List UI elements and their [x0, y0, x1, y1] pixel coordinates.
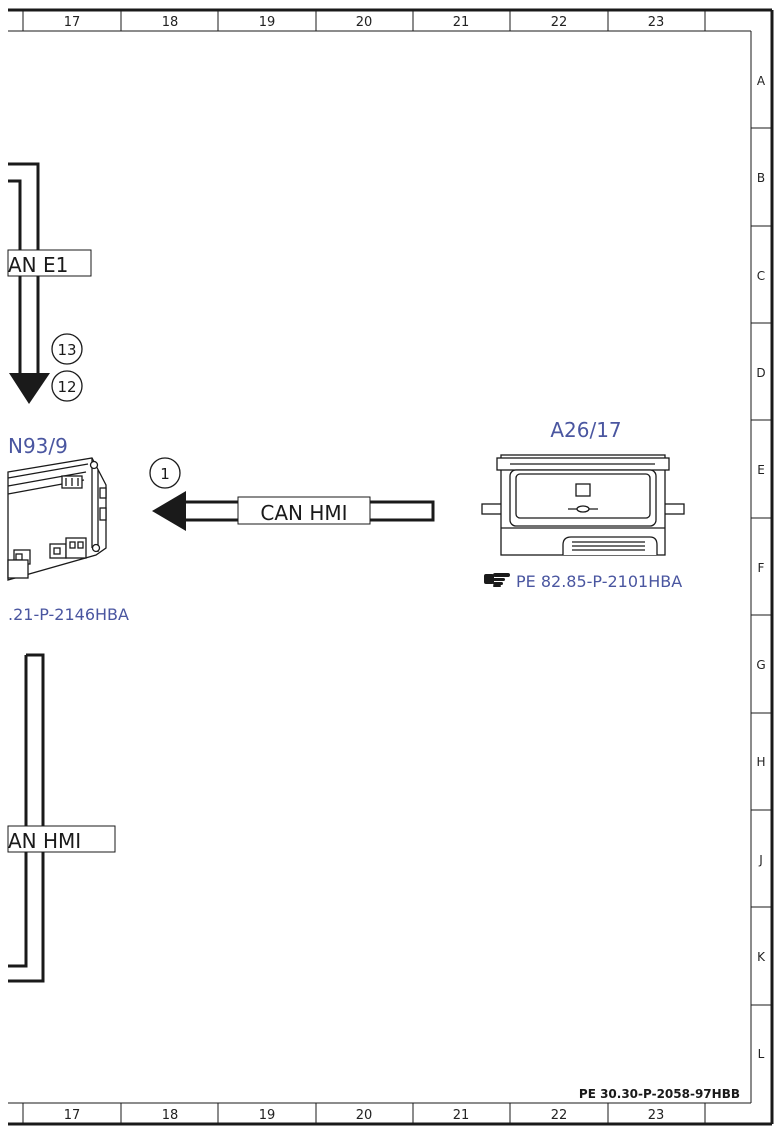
row-label: B: [757, 171, 765, 185]
can-hmi-left-bus: [8, 653, 45, 983]
row-label: A: [757, 74, 766, 88]
row-label: L: [758, 1047, 765, 1061]
row-label: H: [756, 755, 765, 769]
sheet-frame: [8, 8, 774, 1126]
column-label: 19: [259, 15, 276, 30]
column-label: 21: [453, 1108, 470, 1123]
column-label: 18: [162, 1108, 179, 1123]
right-module-label: A26/17: [550, 418, 621, 442]
can-e1-label-box: AN E1: [7, 249, 92, 277]
can-hmi-label: CAN HMI: [260, 501, 347, 525]
column-label: 22: [551, 1108, 568, 1123]
column-label: 23: [648, 15, 665, 30]
column-label: 20: [356, 1108, 373, 1123]
can-hmi-label-box: CAN HMI: [237, 496, 371, 525]
left-arrow-icon: [152, 491, 186, 531]
right-module-reference[interactable]: PE 82.85-P-2101HBA: [516, 572, 682, 591]
left-module-label: N93/9: [8, 434, 68, 458]
document-reference: PE 30.30-P-2058-97HBB: [579, 1087, 740, 1101]
row-labels: A B C D E F G H J K L: [756, 74, 766, 1061]
left-module-reference[interactable]: .21-P-2146HBA: [8, 605, 129, 624]
column-label: 23: [648, 1108, 665, 1123]
row-label: E: [757, 463, 765, 477]
row-label: C: [757, 269, 765, 283]
can-e1-bus: [8, 162, 50, 404]
right-module-drawing: [481, 454, 685, 556]
column-label: 19: [259, 1108, 276, 1123]
column-label: 18: [162, 15, 179, 30]
column-labels-top: 17 18 19 20 21 22 23: [64, 15, 665, 30]
row-label: F: [758, 561, 765, 575]
callout-1: 1: [149, 457, 181, 489]
left-module-drawing: [7, 457, 107, 581]
column-label: 22: [551, 15, 568, 30]
row-label: G: [756, 658, 765, 672]
can-hmi-left-label-box: AN HMI: [7, 825, 116, 853]
row-label: K: [757, 950, 766, 964]
column-label: 17: [64, 15, 81, 30]
callout-12: 12: [51, 370, 83, 402]
callout-13-number: 13: [57, 341, 76, 359]
pointing-hand-icon: [484, 573, 510, 587]
callout-13: 13: [51, 333, 83, 365]
row-label: J: [758, 853, 763, 867]
can-e1-label: AN E1: [8, 253, 68, 277]
column-label: 20: [356, 15, 373, 30]
row-label: D: [756, 366, 765, 380]
callout-12-number: 12: [57, 378, 76, 396]
down-arrow-icon: [9, 373, 50, 404]
column-labels-bottom: 17 18 19 20 21 22 23: [64, 1108, 665, 1123]
column-label: 17: [64, 1108, 81, 1123]
can-hmi-left-label: AN HMI: [8, 829, 81, 853]
callout-1-number: 1: [160, 465, 170, 483]
column-label: 21: [453, 15, 470, 30]
